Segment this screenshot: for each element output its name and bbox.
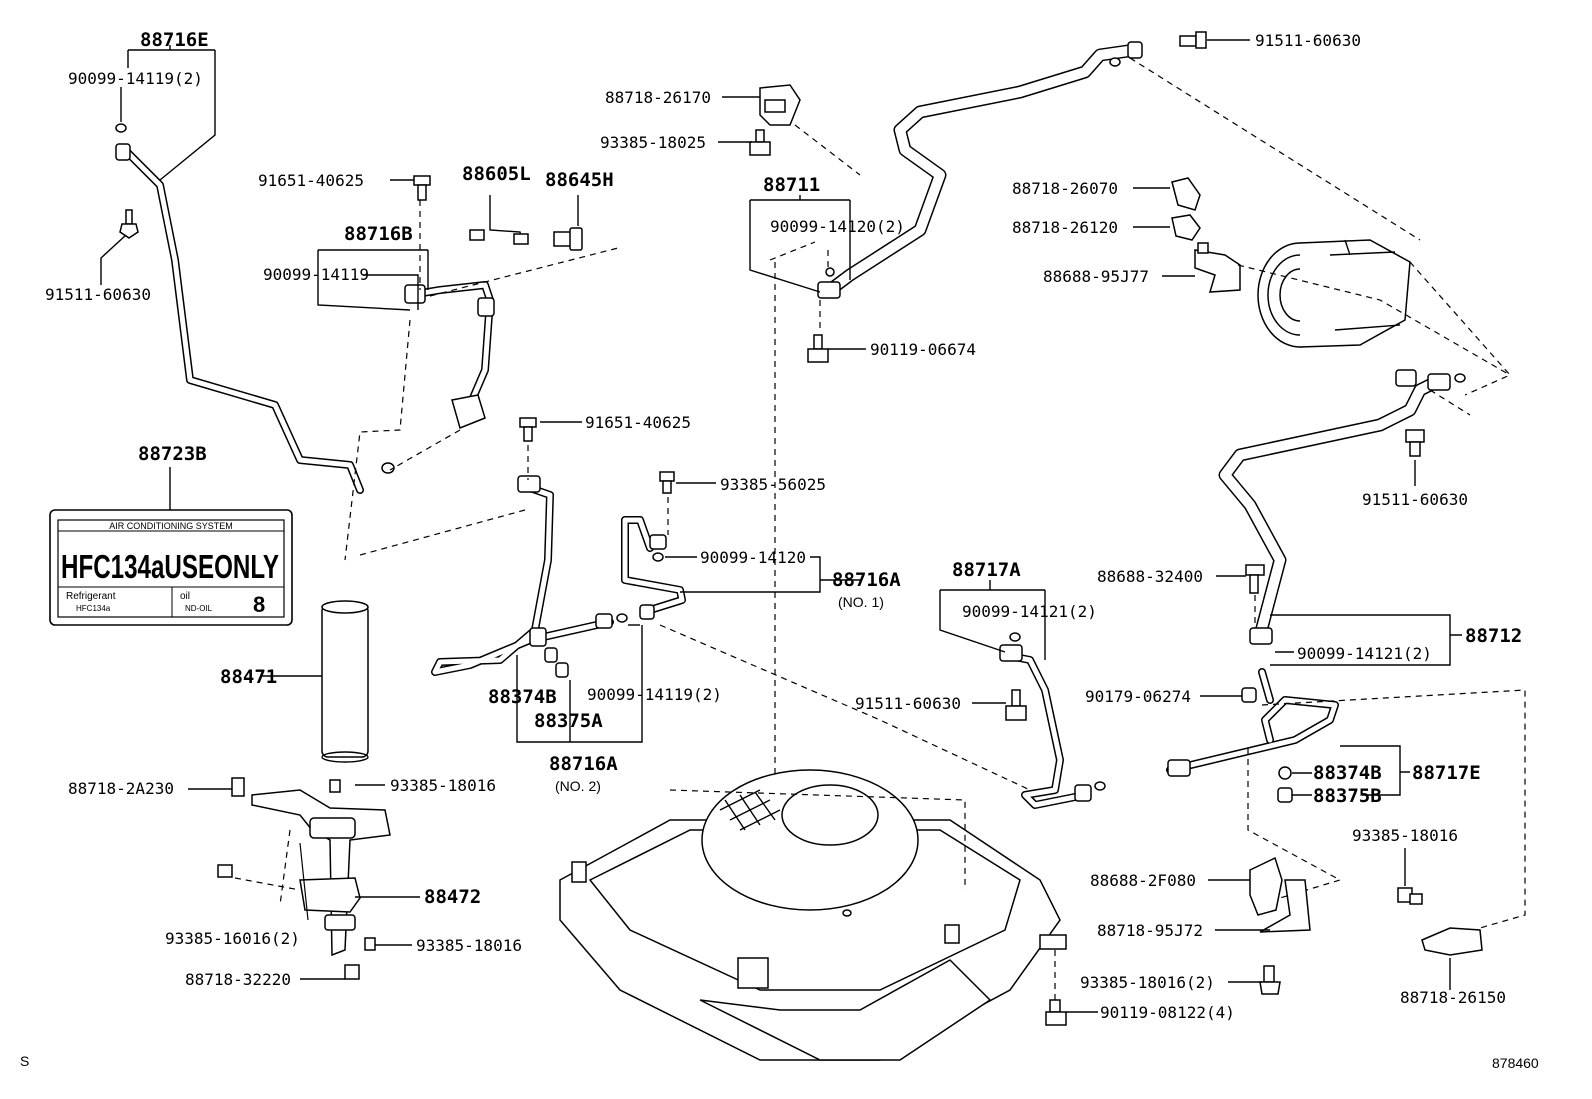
- bolt-93385-18025: [749, 129, 771, 156]
- bolt-90119-08122: [1045, 999, 1067, 1026]
- label-90099-14120: 90099-14120: [700, 548, 806, 567]
- label-no1: (NO. 1): [838, 594, 884, 610]
- bracket-88688-95J77: [1194, 242, 1241, 293]
- label-card-refrigerant-value: HFC134a: [76, 604, 111, 613]
- label-no2: (NO. 2): [555, 778, 601, 794]
- bolt-88688-32400: [1245, 564, 1265, 594]
- label-88717E: 88717E: [1412, 762, 1481, 784]
- bolt-91511-60630-right: [1405, 429, 1425, 457]
- switch-88645H: [553, 227, 583, 251]
- bracket-88472: [217, 777, 391, 980]
- label-93385-16016-2: 93385-16016(2): [165, 929, 300, 948]
- label-90099-14120-2: 90099-14120(2): [770, 217, 905, 236]
- label-88375B: 88375B: [1313, 785, 1382, 807]
- clamp-88718-26070: [1171, 177, 1201, 211]
- bolt-91651-40625-b: [519, 417, 537, 442]
- pipe-88716E: [115, 123, 395, 494]
- label-93385-18016-a: 93385-18016: [390, 776, 496, 795]
- label-88688-2F080: 88688-2F080: [1090, 871, 1196, 890]
- label-90099-14119: 90099-14119: [263, 265, 369, 284]
- label-90179-06274: 90179-06274: [1085, 687, 1191, 706]
- label-88688-32400: 88688-32400: [1097, 567, 1203, 586]
- label-88712: 88712: [1465, 625, 1522, 647]
- label-91511-60630-left: 91511-60630: [45, 285, 151, 304]
- bolt-91511-60630-top: [1179, 31, 1207, 49]
- label-90119-06674: 90119-06674: [870, 340, 976, 359]
- label-88717A: 88717A: [952, 559, 1021, 581]
- sensor-88605L: [469, 195, 529, 245]
- label-88718-95J72: 88718-95J72: [1097, 921, 1203, 940]
- label-88374B-a: 88374B: [488, 686, 557, 708]
- bolt-91511-60630-left: [119, 209, 139, 239]
- ac-unit-assembly: [559, 769, 1067, 1061]
- label-88716A-no1: 88716A: [832, 569, 901, 591]
- label-card-88723B: AIR CONDITIONING SYSTEM HFC134aUSEONLY R…: [49, 509, 293, 626]
- label-93385-18016-c: 93385-18016: [1352, 826, 1458, 845]
- label-card-oil-value: ND-OIL: [185, 604, 213, 613]
- bolt-90119-06674: [807, 334, 829, 363]
- label-91511-60630-right: 91511-60630: [1362, 490, 1468, 509]
- clamp-88718-26120: [1171, 214, 1201, 241]
- label-card-main: HFC134aUSEONLY: [61, 548, 279, 585]
- label-card-oil-label: oil: [180, 591, 190, 602]
- label-card-oil-number: 8: [253, 592, 265, 617]
- label-93385-18016-b: 93385-18016: [416, 936, 522, 955]
- label-90099-14119-2-mid: 90099-14119(2): [587, 685, 722, 704]
- label-88716E: 88716E: [140, 29, 209, 51]
- label-93385-18025: 93385-18025: [600, 133, 706, 152]
- label-88374B-b: 88374B: [1313, 762, 1382, 784]
- label-88688-95J77: 88688-95J77: [1043, 267, 1149, 286]
- label-91651-40625-b: 91651-40625: [585, 413, 691, 432]
- label-88718-2A230: 88718-2A230: [68, 779, 174, 798]
- label-88645H: 88645H: [545, 169, 614, 191]
- label-88472: 88472: [424, 886, 481, 908]
- pipe-88712: [1218, 369, 1466, 645]
- label-card-heading: AIR CONDITIONING SYSTEM: [109, 521, 233, 531]
- label-88718-32220: 88718-32220: [185, 970, 291, 989]
- label-88716A-no2: 88716A: [549, 753, 618, 775]
- label-88718-26070: 88718-26070: [1012, 179, 1118, 198]
- clamp-88718-26170: [759, 84, 801, 126]
- label-90099-14121-2-a: 90099-14121(2): [962, 602, 1097, 621]
- pipe-88717E: [1166, 668, 1339, 803]
- label-88605L: 88605L: [462, 163, 531, 185]
- label-91511-60630-top: 91511-60630: [1255, 31, 1361, 50]
- label-88471: 88471: [220, 666, 277, 688]
- corner-s: S: [20, 1053, 29, 1069]
- compressor: [1257, 239, 1411, 348]
- label-card-refrigerant-label: Refrigerant: [66, 591, 116, 602]
- label-90119-08122-4: 90119-08122(4): [1100, 1003, 1235, 1022]
- bolt-93385-18016-2: [1259, 965, 1281, 995]
- pipe-88716A-no2: [431, 475, 628, 678]
- bolt-93385-56025: [659, 471, 675, 494]
- bolt-93385-18016-c: [1397, 887, 1423, 905]
- pipe-88711: [817, 41, 1143, 299]
- label-88723B: 88723B: [138, 443, 207, 465]
- label-88718-26150: 88718-26150: [1400, 988, 1506, 1007]
- label-90099-14119-2-top: 90099-14119(2): [68, 69, 203, 88]
- label-93385-18016-2: 93385-18016(2): [1080, 973, 1215, 992]
- pipe-88717A: [999, 632, 1106, 809]
- diagram-id: 878460: [1492, 1055, 1539, 1071]
- label-88718-26170: 88718-26170: [605, 88, 711, 107]
- bolt-91511-60630-mid: [1005, 689, 1027, 721]
- label-88375A: 88375A: [534, 710, 603, 732]
- pipe-88716A-no1: [621, 516, 686, 620]
- bolt-91651-40625-a: [413, 175, 431, 201]
- label-91511-60630-mid: 91511-60630: [855, 694, 961, 713]
- label-88718-26120: 88718-26120: [1012, 218, 1118, 237]
- label-91651-40625-a: 91651-40625: [258, 171, 364, 190]
- label-93385-56025: 93385-56025: [720, 475, 826, 494]
- bracket-88688-2F080: [1249, 856, 1311, 933]
- receiver-88471: [321, 600, 369, 763]
- label-88716B: 88716B: [344, 223, 413, 245]
- label-90099-14121-2-b: 90099-14121(2): [1297, 644, 1432, 663]
- clamp-88718-26150: [1421, 927, 1483, 956]
- label-88711: 88711: [763, 174, 820, 196]
